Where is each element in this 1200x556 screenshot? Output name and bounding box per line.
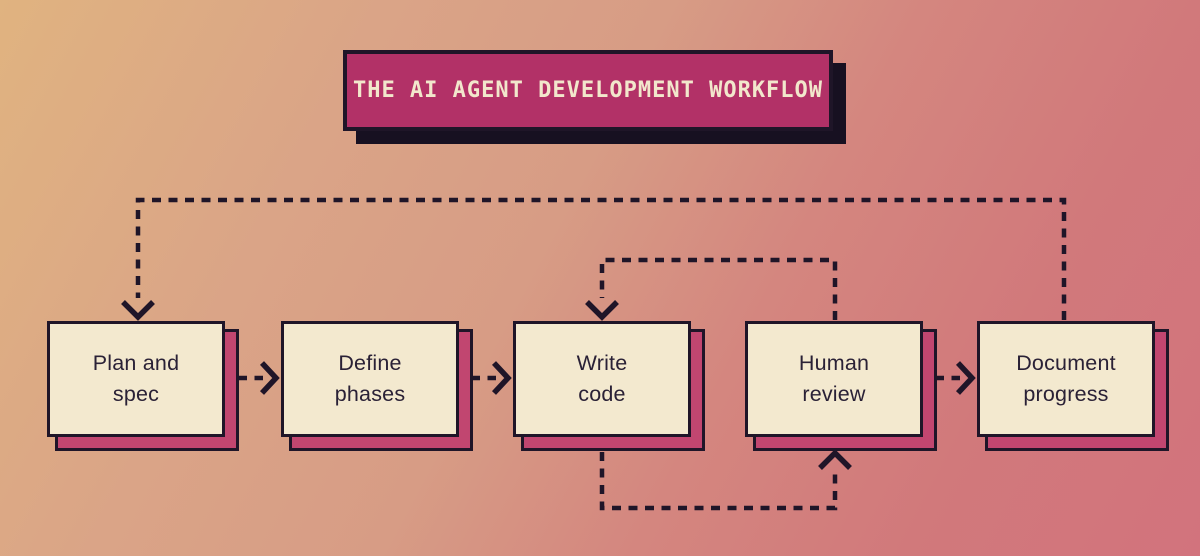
node-label-line: progress: [1023, 382, 1109, 406]
node-label-line: review: [802, 382, 866, 406]
node-label-line: code: [578, 382, 626, 406]
arrowhead-right-document: [955, 361, 976, 395]
arrowhead-down-plan: [121, 300, 155, 321]
node-label-line: spec: [112, 382, 160, 406]
node-document-progress: Document progress: [977, 321, 1155, 437]
connector-review-to-write: [599, 257, 838, 320]
node-label-line: Plan and: [92, 351, 180, 375]
arrowhead-down-write: [585, 300, 619, 321]
node-human-review: Human review: [745, 321, 923, 437]
node-define-phases: Define phases: [281, 321, 459, 437]
node-label-line: Write: [576, 351, 628, 375]
node-label-line: Human: [798, 351, 870, 375]
diagram-title-banner: THE AI AGENT DEVELOPMENT WORKFLOW: [343, 50, 833, 131]
connector-document-to-plan: [135, 197, 1067, 320]
node-plan-and-spec: Plan and spec: [47, 321, 225, 437]
connector-write-to-review: [599, 452, 838, 511]
node-write-code: Write code: [513, 321, 691, 437]
arrowhead-right-write: [491, 361, 512, 395]
node-label-line: Define: [338, 351, 402, 375]
node-label-line: phases: [334, 382, 406, 406]
diagram-title: THE AI AGENT DEVELOPMENT WORKFLOW: [352, 78, 824, 103]
arrowhead-up-review: [818, 449, 852, 470]
node-label-line: Document: [1016, 351, 1116, 375]
arrowhead-right-define: [259, 361, 280, 395]
